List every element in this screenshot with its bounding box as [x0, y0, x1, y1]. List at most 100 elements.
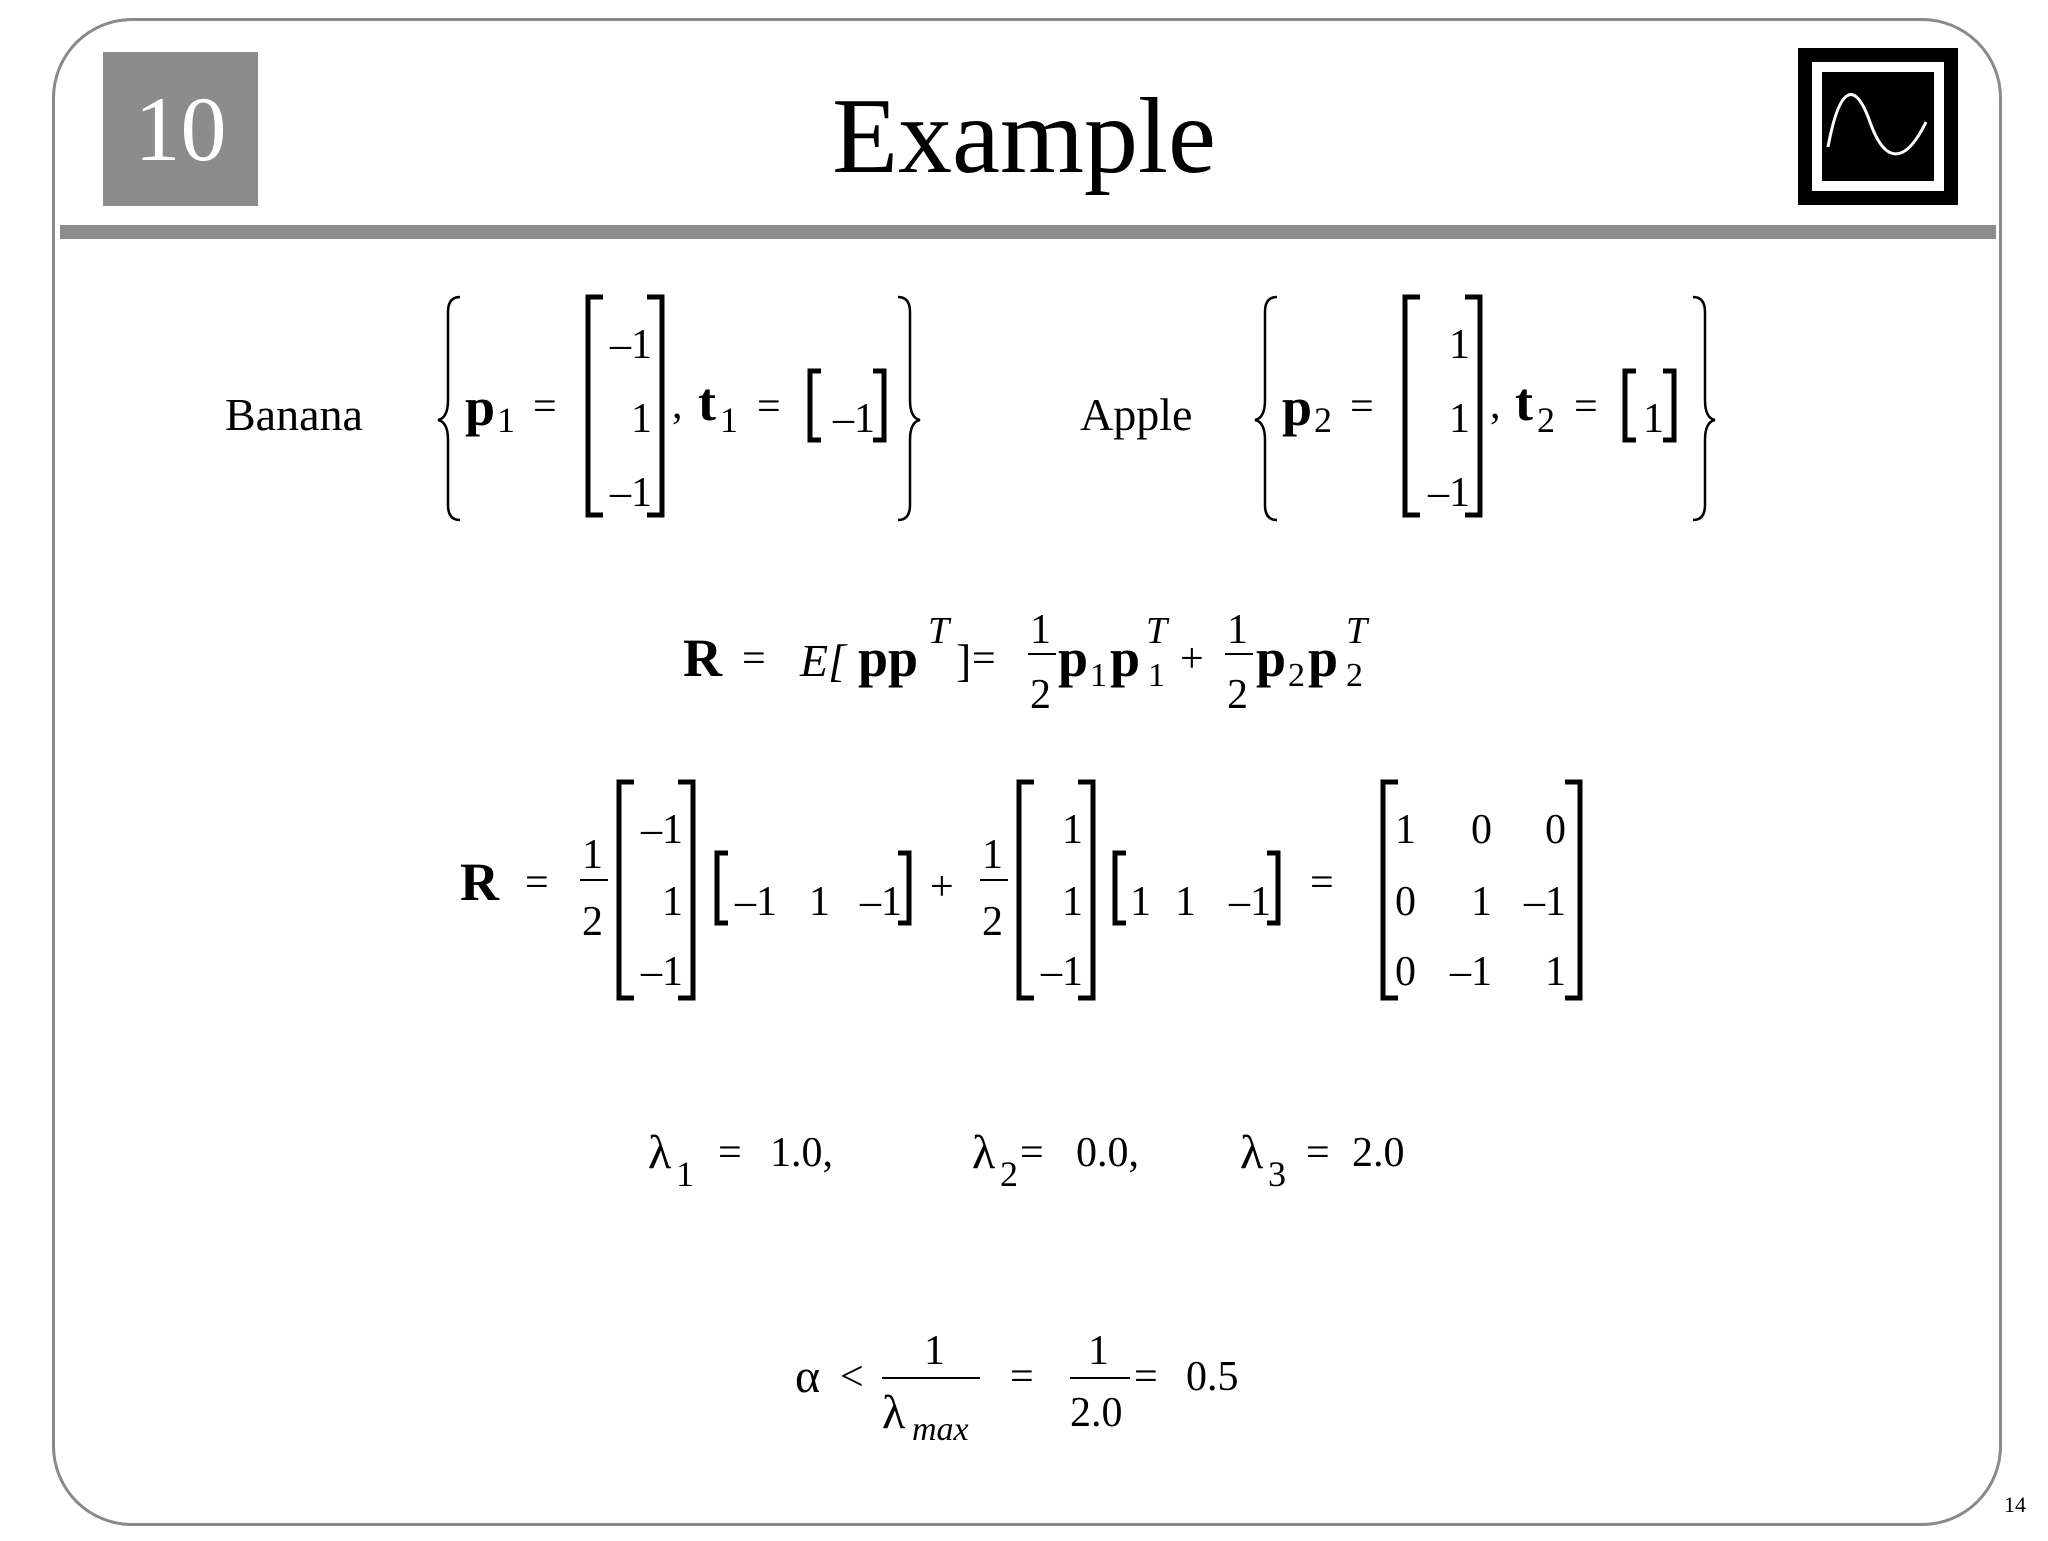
apple-p-symbol: p: [1282, 377, 1312, 437]
math-eigenvalues-0-eq: =: [718, 1130, 742, 1176]
math-eq_R_def-T: T: [928, 610, 952, 652]
math-eq_R_def-half_den: 2: [1227, 672, 1248, 718]
math-eq_R_calc-col1-1: 1: [662, 879, 683, 925]
banana-p-entry-2: 1: [631, 396, 652, 442]
math-eigenvalues-0-value: 1.0,: [770, 1130, 833, 1176]
math-eq_R_calc-result-1-1: 1: [1471, 879, 1492, 925]
apple-t-symbol: t: [1515, 372, 1533, 432]
math-eigenvalues-0-sym: λ: [648, 1126, 672, 1179]
apple-p-entry-3: –1: [1427, 470, 1470, 516]
math-eq_R_def-sub1: 1: [1148, 657, 1165, 694]
math-eq_R_calc-result-2-1: –1: [1449, 949, 1492, 995]
math-eigenvalues-1-sub: 2: [1000, 1154, 1018, 1194]
svg-text:=: =: [757, 384, 781, 430]
math-eq_R_def-p: p: [1058, 628, 1088, 688]
math-eq_R_def-plus: +: [1180, 636, 1204, 682]
banana-t-left-bracket: [807, 368, 821, 443]
math-eq_R_def-close: ]: [956, 635, 971, 686]
apple-t-right-bracket: [1663, 368, 1677, 443]
math-eq_R_def-sub1: 1: [1090, 657, 1107, 694]
math-alpha_bound-eq: =: [1010, 1354, 1034, 1400]
slide-title: Example: [832, 77, 1216, 196]
math-eq_R_def-T: T: [1146, 610, 1170, 652]
apple-p-entry-1: 1: [1449, 322, 1470, 368]
banana-t-subscript: 1: [720, 400, 738, 440]
svg-text:=: =: [1574, 384, 1598, 430]
banana-t-value: –1: [832, 396, 875, 442]
apple-p-entry-2: 1: [1449, 396, 1470, 442]
math-eq_R_calc-col1-0: –1: [640, 807, 683, 853]
svg-text:,: ,: [1490, 382, 1501, 428]
banana-p-right-bracket: [647, 294, 665, 518]
banana-p-left-bracket: [585, 294, 603, 518]
math-eq_R_def-half_num: 1: [1030, 607, 1051, 653]
math-eq_R_def-T: T: [1346, 610, 1370, 652]
banana-label: Banana: [225, 389, 363, 440]
banana-right-brace: [897, 295, 921, 522]
math-eq_R_calc-row1-0: –1: [734, 879, 777, 925]
math-eq_R_calc-eq: =: [1310, 860, 1334, 906]
apple-p-left-bracket: [1402, 294, 1420, 518]
math-eq_R_calc-half_den: 2: [982, 899, 1003, 945]
banana-p-subscript: 1: [497, 400, 515, 440]
math-eq_R_calc-half_num: 1: [582, 832, 603, 878]
math-eq_R_def-p: p: [1110, 628, 1140, 688]
math-eq_R_def-sub2: 2: [1288, 657, 1305, 694]
title-divider: [60, 225, 1996, 239]
math-eigenvalues-2-value: 2.0: [1352, 1130, 1405, 1176]
math-eq_R_def-p: p: [1256, 628, 1286, 688]
math-eigenvalues-1-sym: λ: [972, 1126, 996, 1179]
banana-p-entry-3: –1: [609, 470, 652, 516]
math-eigenvalues-2-sym: λ: [1240, 1126, 1264, 1179]
math-eq_R_def-half_num: 1: [1227, 607, 1248, 653]
svg-text:,: ,: [672, 382, 683, 428]
apple-left-brace: [1254, 295, 1278, 522]
math-eq_R_def-eq: =: [742, 636, 766, 682]
math-eq_R_calc-lhs: R: [460, 852, 500, 912]
apple-t-left-bracket: [1622, 368, 1636, 443]
apple-label: Apple: [1080, 389, 1192, 440]
sine-wave-icon: [1798, 48, 1958, 205]
math-eq_R_calc-row2-0: 1: [1130, 879, 1151, 925]
math-alpha_bound-lt: <: [840, 1354, 864, 1400]
svg-text:=: =: [533, 384, 557, 430]
apple-t-value: 1: [1643, 396, 1664, 442]
math-alpha_bound-den_sub: max: [912, 1411, 969, 1448]
math-alpha_bound-den2: 2.0: [1070, 1390, 1123, 1436]
banana-p-symbol: p: [465, 377, 495, 437]
math-eq_R_calc-row1-1: 1: [809, 879, 830, 925]
math-eq_R_def-pp: pp: [858, 628, 918, 688]
result-left-bracket: [1380, 779, 1398, 1001]
banana-p-entry-1: –1: [609, 322, 652, 368]
math-eq_R_calc-row2-2: –1: [1228, 879, 1271, 925]
chapter-number: 10: [103, 52, 258, 206]
banana-t-symbol: t: [698, 372, 716, 432]
math-eq_R_def-p: p: [1308, 628, 1338, 688]
math-alpha_bound-num2: 1: [1088, 1328, 1109, 1374]
expectation-open: E[: [799, 635, 848, 686]
math-eq_R_calc-result-0-2: 0: [1545, 807, 1566, 853]
math-eigenvalues-1-eq: =: [1020, 1130, 1044, 1176]
math-alpha_bound-result: 0.5: [1186, 1354, 1239, 1400]
math-eq_R_calc-row2-1: 1: [1175, 879, 1196, 925]
math-eq_R_def-eq: =: [972, 636, 996, 682]
math-eq_R_def-half_den: 2: [1030, 672, 1051, 718]
math-eq_R_calc-result-0-1: 0: [1471, 807, 1492, 853]
math-eq_R_calc-col2-0: 1: [1062, 807, 1083, 853]
math-eq_R_calc-col2-2: –1: [1040, 949, 1083, 995]
math-alpha_bound-num: 1: [924, 1328, 945, 1374]
math-alpha_bound-alpha: α: [795, 1350, 820, 1403]
math-eq_R_calc-col2-1: 1: [1062, 879, 1083, 925]
math-eigenvalues-0-sub: 1: [676, 1154, 694, 1194]
math-eigenvalues-2-eq: =: [1306, 1130, 1330, 1176]
math-eq_R_calc-eq: =: [525, 860, 549, 906]
math-eq_R_calc-half_num: 1: [982, 832, 1003, 878]
math-eq_R_calc-result-2-2: 1: [1545, 949, 1566, 995]
apple-right-brace: [1692, 295, 1716, 522]
apple-p-right-bracket: [1465, 294, 1483, 518]
math-eq_R_def-sub2: 2: [1346, 657, 1363, 694]
math-eq_R_calc-result-1-2: –1: [1523, 879, 1566, 925]
